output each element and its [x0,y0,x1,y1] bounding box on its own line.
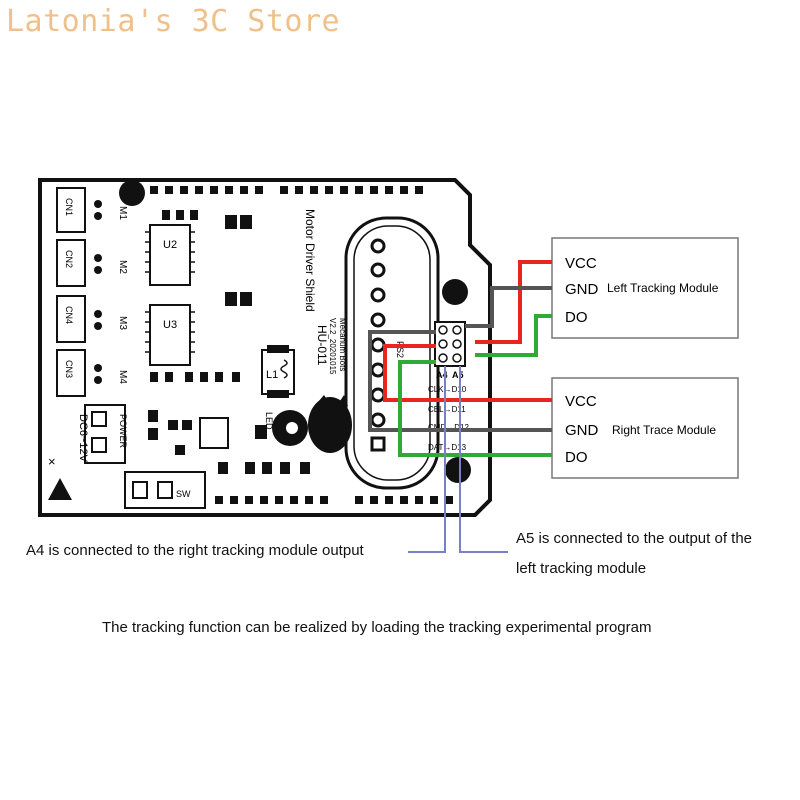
board-version: V2.2_20201015 [328,318,337,375]
a5-annot-line [459,366,508,553]
left-gnd-wire [465,286,552,328]
left-do-wire [475,314,552,357]
motor-leds [94,200,102,384]
mount-hole-1 [119,180,145,206]
chip-pins [145,231,195,353]
x-mark: × [48,454,56,469]
left-do-label: DO [565,309,588,326]
a4-note: A4 is connected to the right tracking mo… [26,542,364,559]
left-module-box [551,237,739,339]
right-gnd-label: GND [565,422,599,439]
cn1-label: CN1 [64,198,74,216]
pin-map-2: CEL→D11 [428,405,466,414]
dc-label: DC6~12V [77,414,89,463]
switch-body [124,471,206,509]
a4-label: A4 [436,370,448,380]
left-module-name: Left Tracking Module [607,281,719,295]
pin-map-3: CMD→D12 [428,423,469,432]
inductor-label: L1 [266,369,278,381]
chip-u2 [149,224,191,286]
right-do-label: DO [565,449,588,466]
board-title: Motor Driver Shield [303,209,317,312]
left-vcc-label: VCC [565,255,597,272]
power-label: POWER [118,414,128,449]
left-gnd-label: GND [565,281,599,298]
power-jack [84,404,126,464]
board-model: HU-011 [315,325,329,366]
left-vcc-wire [475,260,552,344]
a5-note-line1: A5 is connected to the output of the [516,530,753,547]
motor-connectors [56,187,86,397]
right-do-wire [398,360,552,457]
board-logo [272,395,352,453]
m1-label: M1 [117,206,128,220]
sw-label: SW [176,489,191,499]
esd-warning-icon [48,478,72,500]
right-vcc-wire [383,344,552,402]
right-module-name: Right Trace Module [612,423,716,437]
store-watermark: Latonia's 3C Store [6,4,341,39]
chip-small [199,417,229,449]
m3-label: M3 [117,316,128,330]
right-module-box [551,377,739,479]
a5-label: A5 [452,370,464,380]
right-vcc-label: VCC [565,393,597,410]
smd-components [148,210,310,474]
pin-map-1: CLK→D10 [428,385,467,394]
chip-u3 [149,304,191,366]
m2-label: M2 [117,260,128,274]
m4-label: M4 [117,370,128,384]
cn2-label: CN2 [64,250,74,268]
a5-note-line2: left tracking module [516,560,647,577]
bottom-caption: The tracking function can be realized by… [102,619,652,636]
led-label: LED [264,412,274,430]
bottom-header-pins [215,496,453,504]
mount-hole-3 [445,457,471,483]
cn4-label: CN4 [64,306,74,324]
pin-map-4: DAT→D13 [428,443,467,452]
header-pins [438,325,462,363]
top-header-pins [150,186,423,194]
chip-u3-label: U3 [163,319,177,331]
ps2-label: PS2 [395,341,405,358]
a4-annot-line [408,366,446,553]
cn3-label: CN3 [64,360,74,378]
mount-hole-2 [442,279,468,305]
board-brand: Mecanum Bots [338,318,347,371]
chip-u2-label: U2 [163,239,177,251]
